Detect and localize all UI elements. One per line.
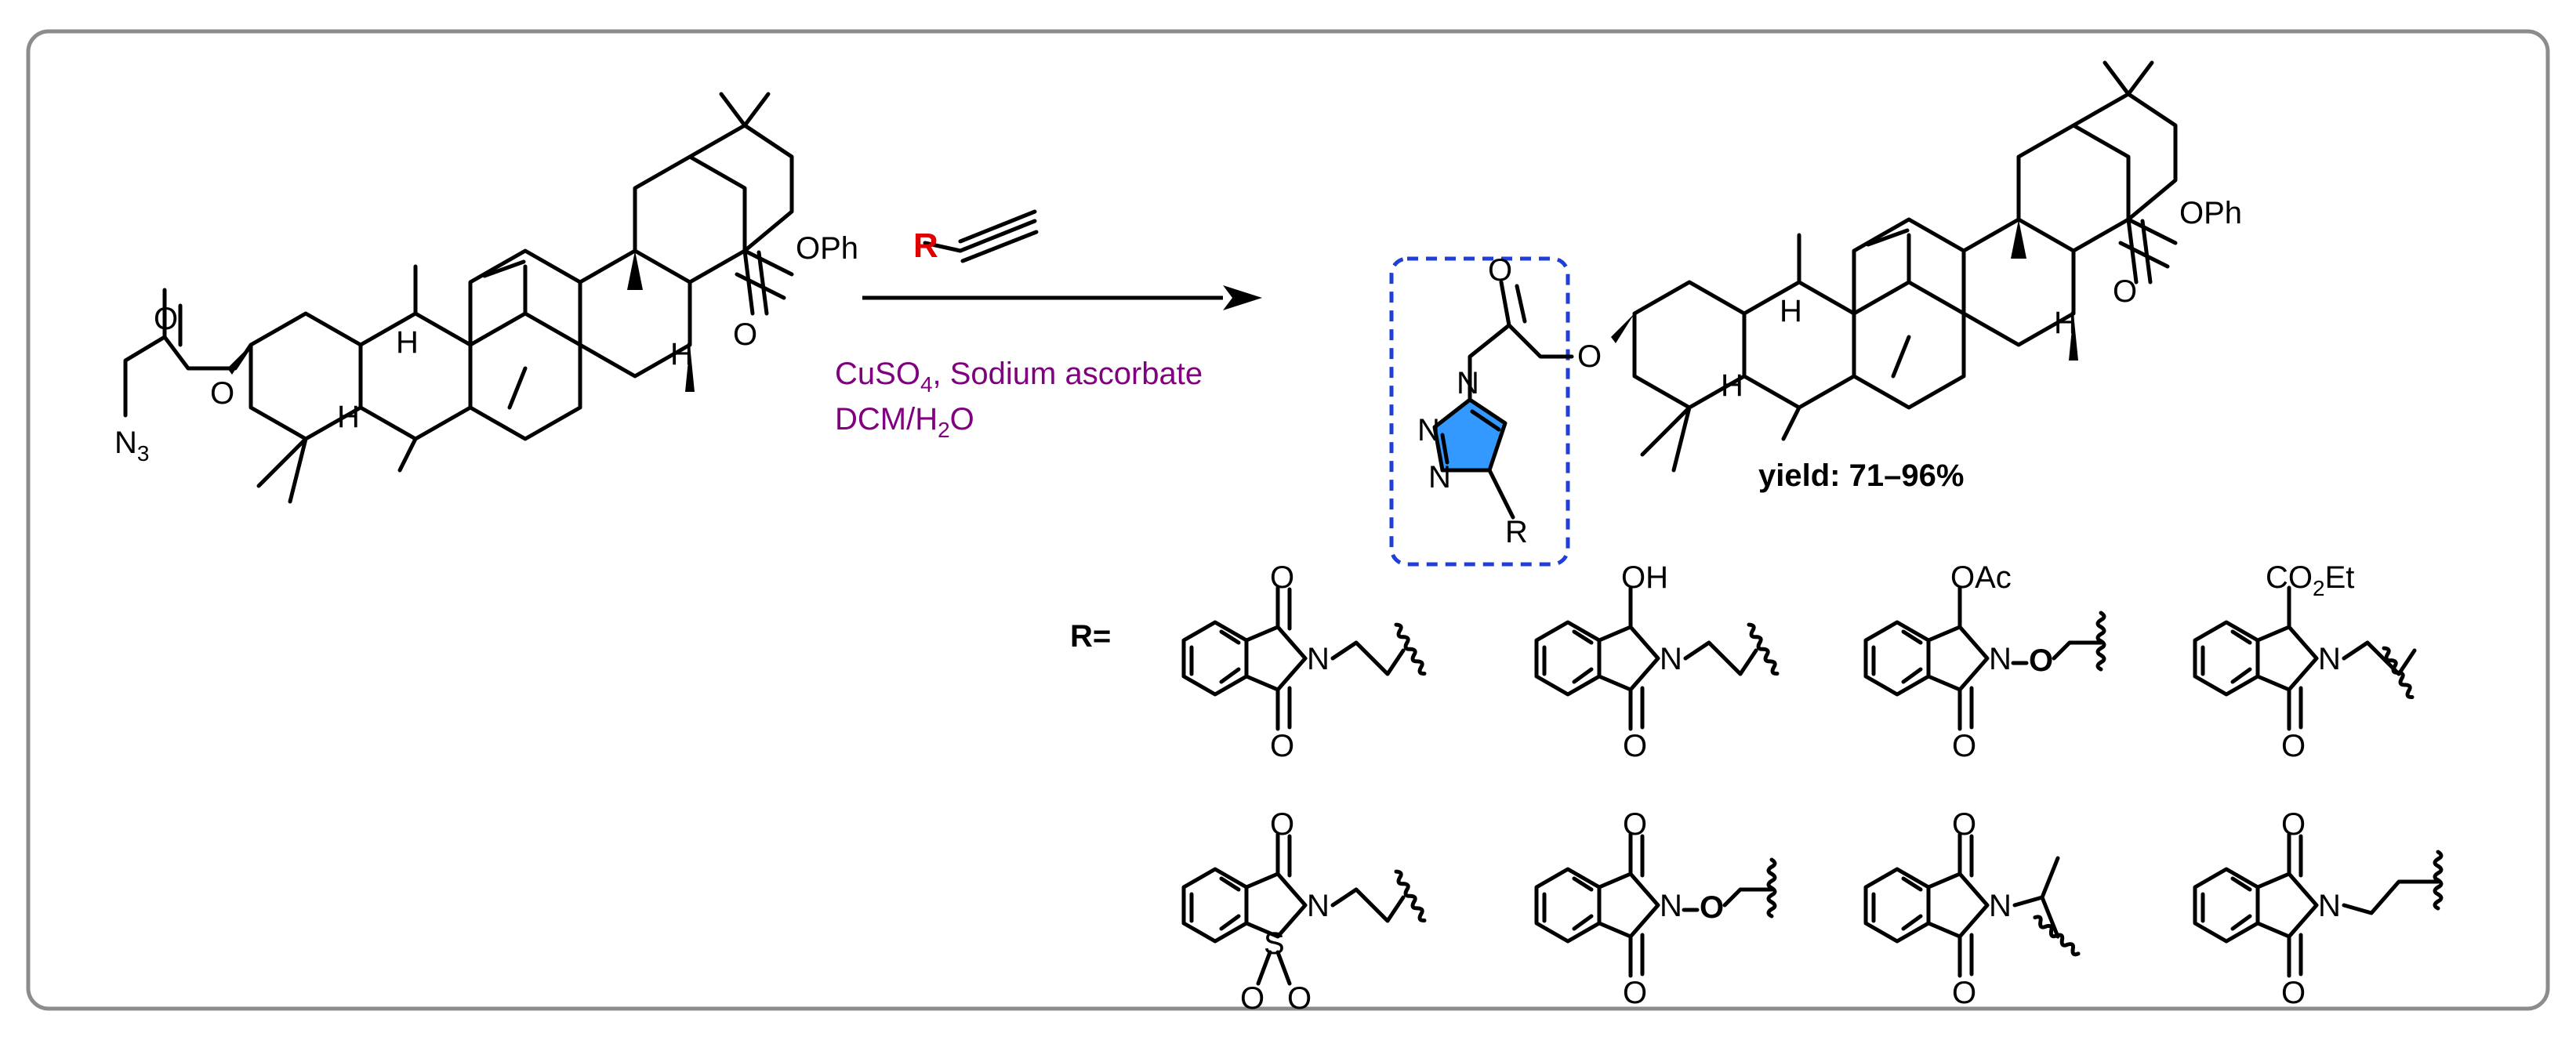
reactant-h-label-2: H [396, 325, 419, 360]
product-h-label-1: H [2054, 306, 2077, 340]
reactant-h-label-3: H [337, 400, 360, 434]
reactant-oph-label: OPh [796, 231, 858, 266]
r5-o-s1: O [1240, 981, 1264, 1016]
scheme-frame [26, 29, 2550, 1011]
product-h-label-2: H [1780, 294, 1802, 328]
substituent-r7: O O N [1866, 807, 2081, 1010]
r6-o-bottom: O [1623, 976, 1647, 1010]
r3-o-link: O [2029, 643, 2053, 678]
r7-o-bottom: O [1952, 976, 1976, 1010]
reactant-acyl-o-label: O [154, 302, 178, 336]
reactant-carbonyl-o-label: O [733, 317, 757, 352]
r8-o-top: O [2281, 807, 2306, 842]
substituent-r3: OAc O N O [1866, 560, 2104, 763]
product-acyl-o-label: O [1488, 253, 1512, 288]
product-molecule: H H H OPh O O O N N N R yield: 71–96% [1389, 60, 2242, 567]
r7-n: N [1989, 889, 2012, 923]
reactant-azide-label: N3 [114, 426, 149, 466]
r6-o-top: O [1623, 807, 1647, 842]
r2-n: N [1660, 642, 1682, 676]
triazole-highlight-box [1389, 256, 1570, 567]
reaction-arrow-group: R CuSO4, Sodium ascorbate DCM/H2O [835, 209, 1262, 442]
conditions-line-1: CuSO4, Sodium ascorbate [835, 357, 1203, 397]
product-h-label-3: H [1721, 368, 1743, 403]
r4-n: N [2318, 642, 2341, 676]
triazole-n3-label: N [1428, 460, 1451, 495]
r2-o-bottom: O [1623, 729, 1647, 763]
r8-n: N [2318, 889, 2341, 923]
substituent-r2: OH O N [1537, 560, 1780, 763]
triazole-n2-label: N [1417, 413, 1440, 448]
r2-oh: OH [1621, 560, 1668, 595]
r6-n: N [1660, 889, 1682, 923]
product-ester-o-label: O [1577, 339, 1602, 374]
r1-n: N [1307, 642, 1330, 676]
substituent-r5: O N S O O [1184, 807, 1427, 1016]
r1-o-top: O [1270, 560, 1294, 595]
triazole-ring-fill [1435, 400, 1505, 470]
r-definition-label: R= [1070, 619, 1111, 654]
reactant-ester-o-label: O [210, 376, 234, 411]
reactant-molecule: H H H OPh O O O N3 [114, 92, 858, 504]
product-carbonyl-o-label: O [2113, 274, 2137, 309]
substituent-r6: O O N O [1537, 807, 1775, 1010]
yield-text: yield: 71–96% [1758, 458, 1964, 493]
conditions-line-2: DCM/H2O [835, 402, 974, 442]
r5-o-s2: O [1287, 981, 1312, 1016]
r3-o-bottom: O [1952, 729, 1976, 763]
r8-o-bottom: O [2281, 976, 2306, 1010]
r3-oac: OAc [1950, 560, 2012, 595]
r1-o-bottom: O [1270, 729, 1294, 763]
triazole-r-label: R [1505, 515, 1528, 549]
r5-s: S [1264, 926, 1285, 961]
substituent-r4: CO2Et O N [2195, 560, 2415, 763]
r5-n: N [1307, 889, 1330, 923]
reagent-r-label: R [913, 226, 938, 265]
r4-o-bottom: O [2281, 729, 2306, 763]
substituent-r8: O O N [2195, 807, 2441, 1010]
arrow-head [1223, 285, 1262, 310]
r3-n: N [1989, 642, 2012, 676]
r7-o-top: O [1952, 807, 1976, 842]
product-oph-label: OPh [2179, 196, 2242, 230]
r6-o-link: O [1700, 890, 1724, 925]
reactant-h-label-1: H [670, 337, 693, 371]
r5-o-top: O [1270, 807, 1294, 842]
substituent-r1: O O N [1184, 560, 1427, 763]
r4-co2et: CO2Et [2266, 560, 2354, 600]
triazole-n1-label: N [1457, 366, 1479, 400]
